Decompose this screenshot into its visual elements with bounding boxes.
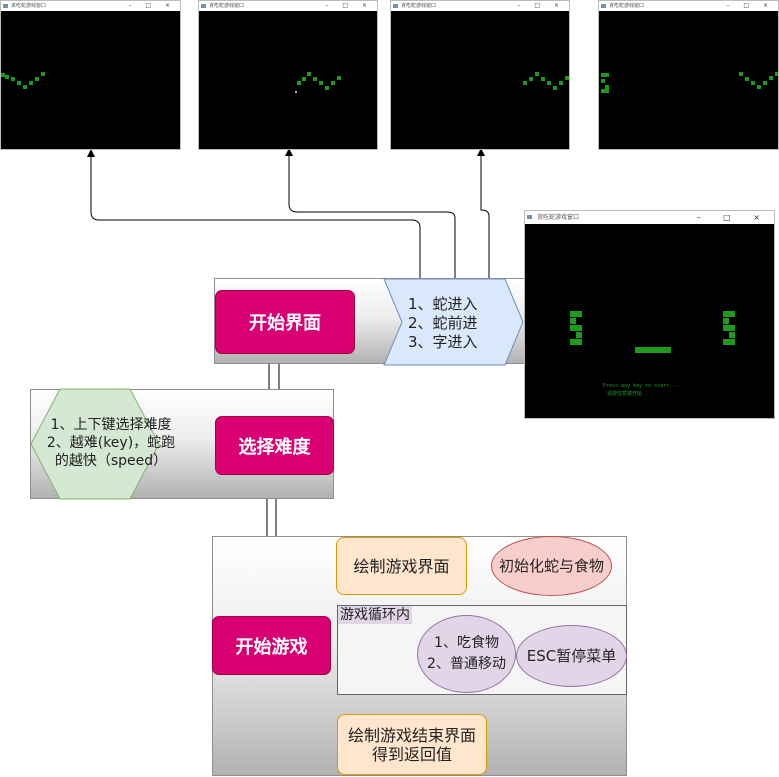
start-steps-shape — [383, 278, 524, 366]
game-window-3: 贪吃蛇游戏窗口 – □ × — [390, 0, 570, 150]
game-loop-label: 游戏循环内 — [338, 606, 412, 624]
window-controls[interactable]: – □ × — [325, 2, 373, 9]
window-controls[interactable]: – □ × — [517, 2, 565, 9]
window-title: 贪吃蛇游戏窗口 — [11, 3, 47, 9]
window-title: 贪吃蛇游戏窗口 — [537, 214, 580, 221]
game-window-start: 贪吃蛇游戏窗口 – □ × Press any key to start... 请… — [524, 210, 775, 419]
window-controls[interactable]: – □ × — [726, 2, 774, 9]
app-icon — [527, 215, 532, 219]
esc-menu-node: ESC暂停菜单 — [516, 625, 627, 687]
loop-eat-food: 1、吃食物 — [434, 635, 499, 651]
game-over-line1: 绘制游戏结束界面 — [347, 725, 476, 745]
game-over-line2: 得到返回值 — [371, 744, 452, 764]
app-icon — [601, 4, 606, 8]
window-controls[interactable]: – □ × — [696, 213, 770, 222]
init-label: 初始化蛇与食物 — [498, 556, 604, 575]
difficulty-label: 选择难度 — [238, 436, 311, 458]
app-icon — [201, 4, 206, 8]
draw-ui-label: 绘制游戏界面 — [353, 556, 450, 576]
init-node: 初始化蛇与食物 — [491, 536, 612, 596]
loop-actions-node: 1、吃食物 2、普通移动 — [417, 615, 516, 693]
app-icon — [3, 4, 8, 8]
difficulty-note-shape — [30, 388, 160, 500]
esc-menu-label: ESC暂停菜单 — [526, 646, 617, 665]
step-snake-forward: 2、蛇前进 — [408, 314, 478, 332]
window-titlebar: 贪吃蛇游戏窗口 – □ × — [199, 1, 377, 11]
difficulty-note: 1、上下键选择难度 2、越难(key)，蛇跑 的越快（speed） — [32, 416, 190, 470]
game-window-4: 贪吃蛇游戏窗口 – □ × — [598, 0, 779, 150]
difficulty-note-line3: 的越快（speed） — [54, 453, 168, 469]
loop-actions: 1、吃食物 2、普通移动 — [427, 633, 506, 675]
difficulty-note-line1: 1、上下键选择难度 — [50, 417, 172, 433]
difficulty-node[interactable]: 选择难度 — [215, 416, 334, 475]
start-game-node[interactable]: 开始游戏 — [212, 616, 331, 675]
window-title: 贪吃蛇游戏窗口 — [209, 3, 245, 9]
start-steps: 1、蛇进入 2、蛇前进 3、字进入 — [408, 295, 500, 352]
connector-to-window-2 — [285, 148, 456, 280]
game-window-1: 贪吃蛇游戏窗口 – □ × — [0, 0, 181, 150]
step-snake-enter: 1、蛇进入 — [408, 295, 478, 313]
connector-to-window-3 — [477, 148, 490, 280]
window-titlebar: 贪吃蛇游戏窗口 – □ × — [599, 1, 778, 11]
difficulty-note-line2: 2、越难(key)，蛇跑 — [46, 435, 176, 451]
window-titlebar: 贪吃蛇游戏窗口 – □ × — [391, 1, 569, 11]
start-screen-node[interactable]: 开始界面 — [215, 290, 355, 354]
loop-normal-move: 2、普通移动 — [427, 656, 506, 672]
window-titlebar: 贪吃蛇游戏窗口 – □ × — [1, 1, 180, 11]
connector-to-window-1 — [87, 149, 421, 280]
start-game-label: 开始游戏 — [235, 636, 308, 658]
game-window-2: 贪吃蛇游戏窗口 – □ × — [198, 0, 378, 150]
step-text-enter: 3、字进入 — [408, 333, 478, 351]
app-icon — [393, 4, 398, 8]
press-key-text-cn: 请按任意键开始 . . . — [607, 391, 661, 397]
start-screen-label: 开始界面 — [249, 313, 321, 334]
draw-ui-node: 绘制游戏界面 — [336, 537, 467, 595]
game-over-node: 绘制游戏结束界面 得到返回值 — [337, 714, 487, 775]
window-controls[interactable]: – □ × — [128, 2, 176, 9]
press-key-text: Press any key to start... — [603, 383, 679, 389]
window-title: 贪吃蛇游戏窗口 — [401, 3, 437, 9]
window-titlebar: 贪吃蛇游戏窗口 – □ × — [525, 211, 774, 224]
window-title: 贪吃蛇游戏窗口 — [609, 3, 645, 9]
